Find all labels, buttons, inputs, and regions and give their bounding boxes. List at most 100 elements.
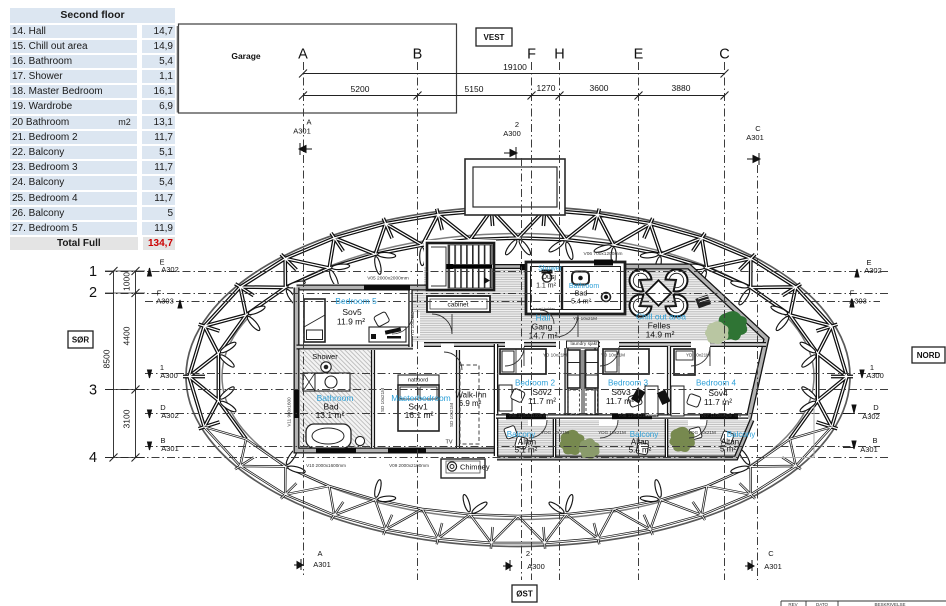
svg-text:Shower: Shower [538,266,562,273]
svg-text:V05 2000x2000mm: V05 2000x2000mm [367,276,409,282]
svg-text:Chill out area: Chill out area [636,312,686,322]
svg-text:Sov5: Sov5 [342,307,362,317]
svg-text:1: 1 [160,363,164,372]
svg-text:Bedroom 3: Bedroom 3 [608,379,648,388]
svg-text:Garage: Garage [231,51,261,61]
svg-text:Bathroom: Bathroom [569,283,600,290]
svg-text:1270: 1270 [537,83,556,93]
svg-text:1000: 1000 [122,272,132,291]
svg-text:Hall: Hall [536,313,551,323]
svg-text:YD 10x21M: YD 10x21M [601,353,625,358]
svg-text:4: 4 [89,450,97,466]
svg-text:F: F [527,47,536,63]
svg-text:A301: A301 [293,127,311,136]
svg-text:B: B [413,47,423,63]
svg-text:4400: 4400 [122,326,132,345]
svg-text:DATO: DATO [816,602,829,606]
svg-text:C: C [719,47,729,63]
svg-text:16.1 m²: 16.1 m² [405,410,434,420]
svg-text:Sov1: Sov1 [408,402,428,412]
svg-text:A301: A301 [746,133,764,142]
svg-text:Altan: Altan [631,438,649,447]
svg-text:8500: 8500 [102,349,112,368]
svg-text:14.9 m²: 14.9 m² [646,330,675,340]
svg-text:A302: A302 [161,265,179,274]
svg-text:YDG 10x21M: YDG 10x21M [688,430,716,435]
svg-text:A: A [298,47,308,63]
svg-text:D: D [873,403,879,412]
svg-text:A303: A303 [156,297,174,306]
svg-text:Bad: Bad [323,402,338,412]
svg-text:A301: A301 [161,444,179,453]
svg-text:SD 10x21M: SD 10x21M [380,388,385,412]
svg-text:SD 10x21M: SD 10x21M [449,403,454,427]
svg-text:A301: A301 [764,562,782,571]
svg-text:Sov3: Sov3 [611,387,631,397]
svg-text:Dusj: Dusj [542,274,556,281]
svg-text:A301: A301 [860,445,878,454]
svg-text:Bedroom 5: Bedroom 5 [335,296,377,306]
svg-text:A302: A302 [161,411,179,420]
svg-text:VEST: VEST [484,33,505,42]
svg-text:Chimney: Chimney [460,463,490,472]
svg-text:11.7 m²: 11.7 m² [606,396,634,406]
svg-text:REV: REV [788,602,797,606]
svg-text:towel holder: towel holder [533,306,555,311]
svg-text:V11 900x1600: V11 900x1600 [287,397,292,427]
svg-text:19100: 19100 [503,62,527,72]
svg-text:laundry sjakt: laundry sjakt [571,341,599,347]
svg-text:Bad: Bad [575,291,588,298]
svg-text:Walk-Inn: Walk-Inn [455,391,486,400]
svg-text:11.9 m²: 11.9 m² [337,317,365,327]
svg-text:Felles: Felles [648,321,671,331]
svg-text:V09 2000x2100mm: V09 2000x2100mm [389,463,429,468]
svg-text:2: 2 [526,549,530,558]
svg-text:2: 2 [515,120,519,129]
svg-text:Sov4: Sov4 [708,388,728,398]
svg-text:Balcony: Balcony [630,430,658,439]
svg-text:Altan: Altan [721,438,739,447]
svg-text:Altan: Altan [518,438,536,447]
svg-text:3: 3 [89,383,97,399]
svg-text:A302: A302 [862,412,880,421]
svg-text:TV: TV [445,440,452,446]
svg-text:A302: A302 [864,266,882,275]
svg-text:A: A [317,549,322,558]
svg-text:A300: A300 [503,129,521,138]
svg-text:13.1 m²: 13.1 m² [316,410,345,420]
svg-text:Shower: Shower [312,352,338,361]
svg-text:5200: 5200 [351,84,370,94]
svg-text:C: C [768,549,774,558]
svg-text:A301: A301 [313,560,331,569]
svg-text:5.1 m²: 5.1 m² [515,446,538,455]
svg-text:YD 10x21M: YD 10x21M [410,312,415,336]
svg-text:A300: A300 [866,371,884,380]
svg-text:V08 1100x1100mm: V08 1100x1100mm [508,413,547,418]
svg-text:1.1 m²: 1.1 m² [536,283,557,290]
svg-text:V06 700x1200mm: V06 700x1200mm [584,251,623,257]
svg-text:Bathroom: Bathroom [317,393,354,403]
svg-text:5 m²: 5 m² [720,445,736,454]
svg-text:3880: 3880 [672,83,691,93]
svg-text:Bedroom 2: Bedroom 2 [515,379,555,388]
svg-text:nattbord: nattbord [408,378,428,384]
svg-text:Sov2: Sov2 [532,387,552,397]
svg-text:C: C [755,124,761,133]
svg-text:E: E [634,47,644,63]
svg-text:NORD: NORD [917,351,941,360]
svg-text:3600: 3600 [590,83,609,93]
svg-text:3100: 3100 [122,409,132,428]
svg-text:cabinet: cabinet [448,302,469,309]
svg-text:2: 2 [89,285,97,301]
svg-text:H: H [554,47,564,63]
svg-text:B: B [160,436,165,445]
svg-text:Balcony: Balcony [507,430,535,439]
svg-text:YD 10x21M: YD 10x21M [686,353,710,358]
svg-text:V08 1100x2100mm: V08 1100x2100mm [618,413,658,418]
svg-text:E: E [159,258,164,267]
svg-text:SØR: SØR [72,336,90,345]
svg-text:Balcony: Balcony [727,430,755,439]
svg-text:11.7 m²: 11.7 m² [528,396,556,406]
svg-text:A300: A300 [160,371,178,380]
svg-text:Gang: Gang [532,322,553,332]
